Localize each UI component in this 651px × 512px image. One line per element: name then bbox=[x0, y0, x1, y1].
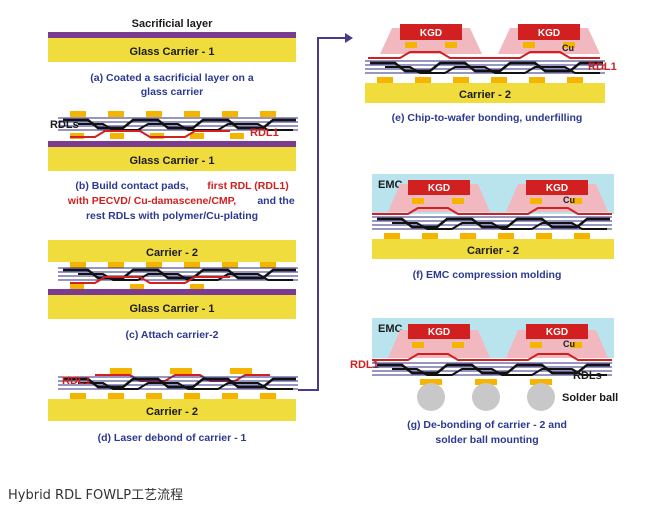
figure-caption: Hybrid RDL FOWLP工艺流程 bbox=[8, 488, 184, 503]
emc-label-g: EMC bbox=[378, 323, 403, 335]
glass-carrier-1-b-label: Glass Carrier - 1 bbox=[130, 155, 215, 167]
kgd-chip-e1 bbox=[400, 24, 462, 40]
rdl1-label-d: RDL1 bbox=[62, 375, 91, 387]
caption-g-line2: solder ball mounting bbox=[435, 434, 538, 446]
caption-c: (c) Attach carrier-2 bbox=[126, 329, 219, 341]
solder-ball-3 bbox=[527, 383, 555, 411]
sacrificial-layer-label: Sacrificial layer bbox=[132, 18, 213, 30]
caption-b-line2-red: with PECVD/ Cu-damascene/CMP, bbox=[67, 195, 237, 207]
solder-ball-1 bbox=[417, 383, 445, 411]
step-d: RDL1 Carrier - 2 (d) Laser debond of car… bbox=[48, 368, 300, 444]
step-c: Carrier - 2 Glass Carrier - 1 (c) Attach… bbox=[48, 240, 300, 341]
solder-ball-2 bbox=[472, 383, 500, 411]
sacrificial-layer-c bbox=[48, 289, 296, 295]
carrier-2-c bbox=[48, 240, 296, 262]
caption-b-line1: (b) Build contact pads, bbox=[75, 180, 188, 192]
process-flow-diagram: Sacrificial layer Glass Carrier - 1 (a) … bbox=[48, 18, 618, 446]
cu-label-e: Cu bbox=[562, 43, 574, 53]
emc-label-f: EMC bbox=[378, 179, 403, 191]
caption-d: (d) Laser debond of carrier - 1 bbox=[98, 432, 247, 444]
sacrificial-layer bbox=[48, 32, 296, 38]
caption-e: (e) Chip-to-wafer bonding, underfilling bbox=[392, 112, 583, 124]
step-b: RDLs RDL1 Glass Carrier - 1 (b) Build co… bbox=[48, 111, 300, 222]
kgd-label-e1: KGD bbox=[420, 28, 442, 39]
caption-b-line1-red: first RDL (RDL1) bbox=[207, 180, 288, 192]
rdl1-label-g: RDL1 bbox=[350, 359, 379, 371]
glass-carrier-1 bbox=[48, 38, 296, 62]
step-g: EMC KGD KGD Cu RDL1 RDLs Solder ball (g)… bbox=[350, 318, 618, 446]
caption-g-line1: (g) De-bonding of carrier - 2 and bbox=[407, 419, 567, 431]
carrier-2-c-label: Carrier - 2 bbox=[146, 247, 198, 259]
glass-carrier-1-c bbox=[48, 295, 296, 319]
carrier-2-f-label: Carrier - 2 bbox=[467, 245, 519, 257]
kgd-label-f1: KGD bbox=[428, 183, 450, 194]
step-e: KGD KGD Cu RDL1 Carrier - 2 (e) Chip-to-… bbox=[363, 24, 617, 124]
step-f: EMC KGD KGD Cu Carrier - 2 (f) EMC compr… bbox=[370, 174, 614, 281]
rdl1-label-e: RDL1 bbox=[588, 61, 617, 73]
kgd-chip-g1 bbox=[408, 324, 470, 339]
kgd-chip-f1 bbox=[408, 180, 470, 195]
kgd-label-g1: KGD bbox=[428, 327, 450, 338]
glass-carrier-1-c-label: Glass Carrier - 1 bbox=[130, 303, 215, 315]
rdls-label-g: RDLs bbox=[573, 370, 602, 382]
cu-label-f: Cu bbox=[563, 195, 575, 205]
glass-carrier-1-b bbox=[48, 147, 296, 171]
rdls-label: RDLs bbox=[50, 119, 79, 131]
caption-b-line3: rest RDLs with polymer/Cu-plating bbox=[86, 210, 258, 222]
carrier-2-d bbox=[48, 399, 296, 421]
caption-f: (f) EMC compression molding bbox=[413, 269, 562, 281]
caption-b-line2-blue: and the bbox=[257, 195, 294, 207]
carrier-2-d-label: Carrier - 2 bbox=[146, 406, 198, 418]
kgd-chip-f2 bbox=[526, 180, 588, 195]
step-a: Sacrificial layer Glass Carrier - 1 (a) … bbox=[48, 18, 296, 98]
caption-a-line1: (a) Coated a sacrificial layer on a bbox=[90, 72, 254, 84]
sacrificial-layer-b bbox=[48, 141, 296, 147]
carrier-2-f bbox=[372, 239, 614, 259]
carrier-2-e bbox=[365, 83, 605, 103]
solder-ball-label: Solder ball bbox=[562, 392, 618, 404]
carrier-2-e-label: Carrier - 2 bbox=[459, 89, 511, 101]
kgd-chip-g2 bbox=[526, 324, 588, 339]
caption-a-line2: glass carrier bbox=[141, 86, 203, 98]
flow-arrow bbox=[298, 33, 353, 391]
kgd-label-f2: KGD bbox=[546, 183, 568, 194]
cu-label-g: Cu bbox=[563, 339, 575, 349]
kgd-label-g2: KGD bbox=[546, 327, 568, 338]
glass-carrier-1-label: Glass Carrier - 1 bbox=[130, 46, 215, 58]
rdl1-label: RDL1 bbox=[250, 127, 279, 139]
kgd-chip-e2 bbox=[518, 24, 580, 40]
kgd-label-e2: KGD bbox=[538, 28, 560, 39]
